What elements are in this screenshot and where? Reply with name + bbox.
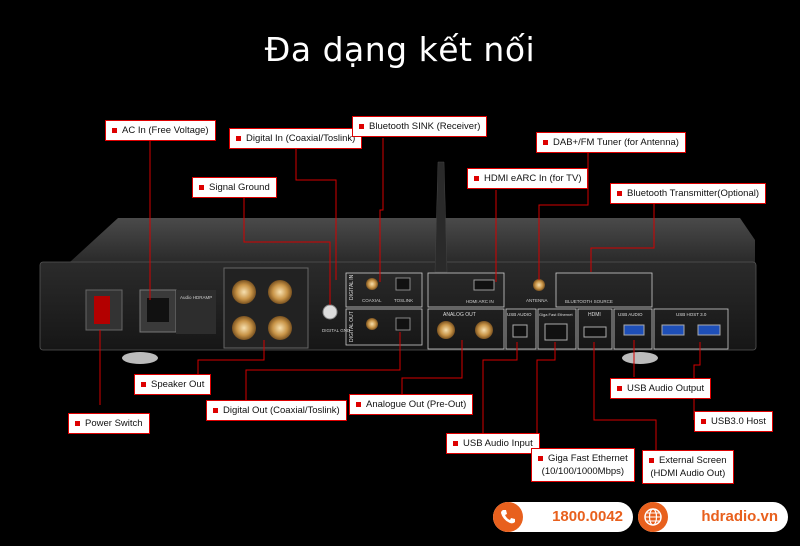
label-bluetooth-sink: Bluetooth SINK (Receiver) bbox=[352, 116, 488, 137]
label-bt-transmitter: Bluetooth Transmitter(Optional) bbox=[610, 183, 767, 204]
bullet-icon bbox=[359, 123, 364, 129]
bullet-icon bbox=[213, 407, 218, 413]
svg-text:Giga Fast Ethernet: Giga Fast Ethernet bbox=[539, 312, 573, 317]
bullet-icon bbox=[453, 440, 458, 446]
svg-text:DIGITAL IN: DIGITAL IN bbox=[349, 274, 355, 300]
label-hdmi-earc: HDMI eARC In (for TV) bbox=[467, 168, 589, 189]
phone-button[interactable]: 1800.0042 bbox=[493, 502, 633, 532]
foot-left bbox=[122, 352, 158, 364]
svg-text:COAXIAL: COAXIAL bbox=[362, 298, 382, 303]
power-switch-rocker bbox=[94, 296, 110, 324]
brand-sticker: Audio HDRAMP bbox=[180, 295, 212, 300]
label-dab-fm: DAB+/FM Tuner (for Antenna) bbox=[536, 132, 686, 153]
svg-text:HDMI ARC IN: HDMI ARC IN bbox=[466, 299, 494, 304]
label-power-switch: Power Switch bbox=[68, 413, 150, 434]
svg-text:DIGITAL GND: DIGITAL GND bbox=[322, 328, 351, 333]
svg-text:ANALOG OUT: ANALOG OUT bbox=[443, 312, 476, 318]
svg-text:USB AUDIO: USB AUDIO bbox=[618, 312, 643, 317]
svg-text:ANTENNA: ANTENNA bbox=[526, 298, 548, 303]
bullet-icon bbox=[356, 401, 361, 407]
svg-text:TOSLINK: TOSLINK bbox=[394, 298, 413, 303]
bullet-icon bbox=[617, 385, 622, 391]
speaker-terminal bbox=[232, 316, 256, 340]
website-link[interactable]: hdradio.vn bbox=[638, 502, 788, 532]
speaker-terminal bbox=[232, 280, 256, 304]
label-giga-ethernet: Giga Fast Ethernet(10/100/1000Mbps) bbox=[531, 448, 635, 482]
phone-number: 1800.0042 bbox=[552, 508, 623, 525]
bullet-icon bbox=[649, 457, 654, 463]
label-analogue-out: Analogue Out (Pre-Out) bbox=[349, 394, 474, 415]
svg-text:HDMI: HDMI bbox=[588, 312, 601, 318]
bullet-icon bbox=[199, 184, 204, 190]
label-usb-audio-output: USB Audio Output bbox=[610, 378, 712, 399]
bullet-icon bbox=[538, 455, 543, 461]
svg-text:BLUETOOTH SOURCE: BLUETOOTH SOURCE bbox=[565, 299, 613, 304]
label-signal-ground: Signal Ground bbox=[192, 177, 277, 198]
page-title: Đa dạng kết nối bbox=[264, 30, 536, 69]
speaker-terminal bbox=[268, 280, 292, 304]
bullet-icon bbox=[236, 135, 241, 141]
chassis-back-panel bbox=[39, 261, 757, 351]
signal-ground-post bbox=[322, 304, 338, 320]
label-usb3-host: USB3.0 Host bbox=[694, 411, 773, 432]
antenna bbox=[434, 161, 448, 273]
label-external-screen: External Screen(HDMI Audio Out) bbox=[642, 450, 734, 484]
label-digital-out: Digital Out (Coaxial/Toslink) bbox=[206, 400, 347, 421]
bullet-icon bbox=[75, 420, 80, 426]
label-speaker-out: Speaker Out bbox=[134, 374, 212, 395]
bullet-icon bbox=[701, 418, 706, 424]
bullet-icon bbox=[112, 127, 117, 133]
chassis-top bbox=[70, 218, 755, 262]
svg-text:USB HOST 3.0: USB HOST 3.0 bbox=[676, 312, 707, 317]
bullet-icon bbox=[474, 175, 479, 181]
bullet-icon bbox=[141, 381, 146, 387]
globe-icon bbox=[638, 502, 668, 532]
label-digital-in: Digital In (Coaxial/Toslink) bbox=[229, 128, 363, 149]
svg-text:DIGITAL OUT: DIGITAL OUT bbox=[349, 311, 355, 342]
bullet-icon bbox=[543, 139, 548, 145]
bullet-icon bbox=[617, 190, 622, 196]
svg-text:USB AUDIO: USB AUDIO bbox=[507, 312, 532, 317]
speaker-terminal bbox=[268, 316, 292, 340]
website-url: hdradio.vn bbox=[701, 508, 778, 525]
label-ac-in: AC In (Free Voltage) bbox=[105, 120, 216, 141]
phone-icon bbox=[493, 502, 523, 532]
label-usb-audio-input: USB Audio Input bbox=[446, 433, 540, 454]
foot-right bbox=[622, 352, 658, 364]
